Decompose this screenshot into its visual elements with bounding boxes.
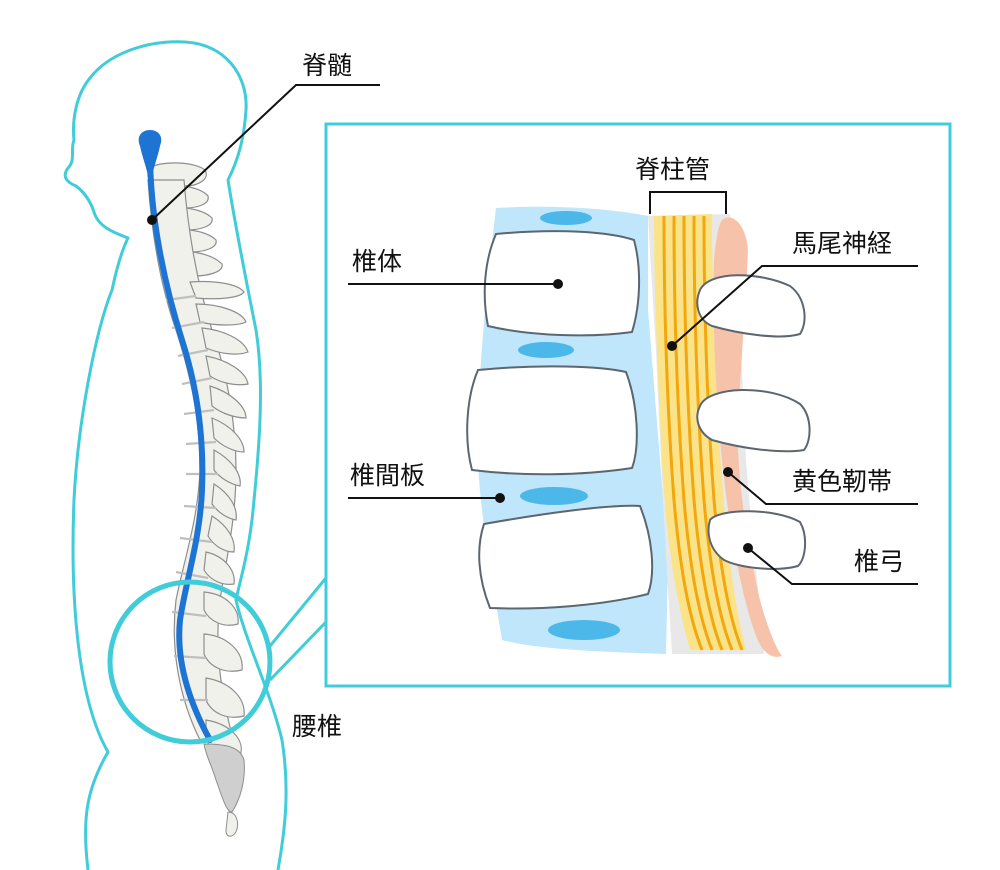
callout-line: [727, 471, 918, 505]
spinous-processes: [189, 280, 249, 757]
callout-line: [151, 84, 380, 221]
callout-vertebral-body: 椎体: [348, 247, 563, 289]
spinal-canal-bracket: 脊柱管: [635, 155, 727, 214]
disc-nucleus: [518, 342, 574, 358]
label-cauda-equina: 馬尾神経: [792, 229, 892, 258]
vertebral-bodies: [466, 230, 654, 610]
callout-spinal-cord: 脊髄: [147, 51, 380, 225]
disc-nuclei: [518, 211, 620, 640]
vertebral-arch: [696, 388, 811, 453]
vertebral-arch: [696, 274, 806, 338]
callout-line: [671, 265, 918, 347]
vertebral-body: [478, 504, 654, 610]
lumbar-zoom-circle: [107, 579, 273, 745]
vertebral-arches: [696, 274, 811, 570]
label-spinal-cord: 脊髄: [302, 51, 352, 80]
disc-nucleus: [520, 487, 588, 505]
callout-cauda-equina: 馬尾神経: [667, 229, 918, 351]
label-spinal-canal: 脊柱管: [635, 155, 710, 184]
callout-intervertebral-disc: 椎間板: [348, 461, 505, 503]
brainstem-bulb: [138, 130, 162, 176]
callout-ligamentum-flavum: 黄色靭帯: [723, 467, 918, 505]
vertebral-arch: [707, 510, 806, 570]
bracket: [649, 191, 727, 214]
label-ligamentum-flavum: 黄色靭帯: [792, 467, 892, 496]
zoom-connector-bottom: [268, 620, 328, 682]
zoom-connector-top: [268, 577, 328, 647]
spinal-cord-line: [147, 149, 213, 743]
label-vertebral-body: 椎体: [352, 247, 402, 276]
label-lumbar-spine: 腰椎: [292, 712, 342, 741]
zoom-panel: 脊柱管 椎体 椎間板 馬尾神経 黄色靭帯: [324, 122, 952, 688]
disc-nucleus: [540, 211, 592, 225]
label-vertebral-arch: 椎弓: [854, 547, 904, 576]
label-intervertebral-disc: 椎間板: [350, 461, 425, 490]
spine-small: [107, 130, 328, 837]
disc-nucleus: [548, 620, 620, 640]
sacrum: [203, 743, 245, 813]
callout-vertebral-arch: 椎弓: [743, 543, 918, 585]
body-outline: [63, 40, 288, 870]
callout-line: [747, 547, 918, 585]
vertebral-body: [466, 365, 638, 476]
coccyx: [225, 811, 239, 837]
body-silhouette: [63, 40, 288, 870]
